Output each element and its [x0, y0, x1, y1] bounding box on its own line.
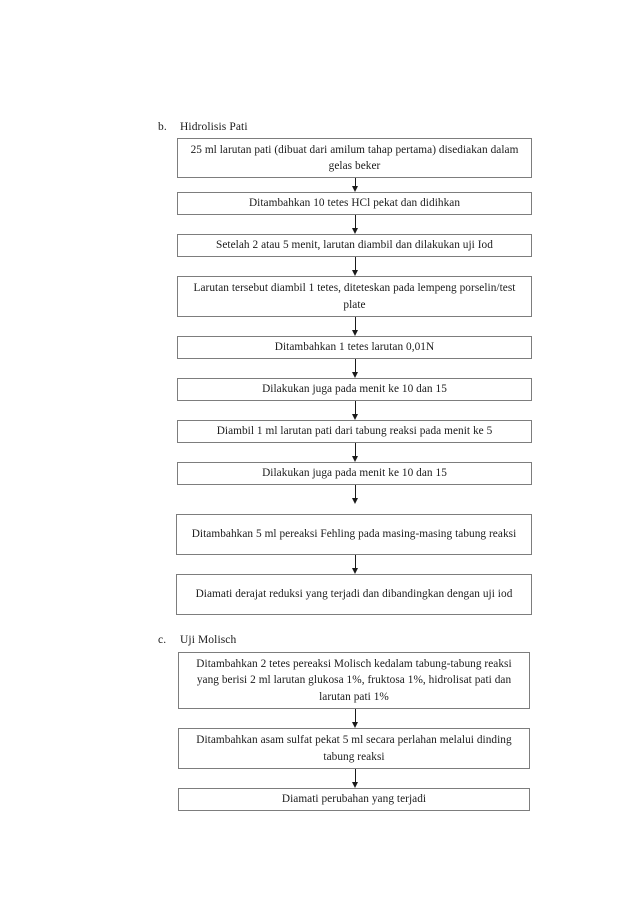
- flow-step-text: Diambil 1 ml larutan pati dari tabung re…: [216, 425, 493, 438]
- section-marker: b.: [158, 121, 167, 133]
- flow-step-text: Ditambahkan 10 tetes HCl pekat dan didih…: [248, 197, 461, 210]
- flow-step-text: Diamati derajat reduksi yang terjadi dan…: [195, 588, 513, 601]
- flow-arrow: [351, 317, 360, 336]
- flow-step-box: Dilakukan juga pada menit ke 10 dan 15: [177, 462, 532, 485]
- section-heading-hidrolisis-pati: b. Hidrolisis Pati: [158, 120, 248, 134]
- flow-arrow: [351, 709, 360, 728]
- flow-arrow: [351, 257, 360, 276]
- flow-arrow: [351, 178, 360, 192]
- flow-step-box: Larutan tersebut diambil 1 tetes, ditete…: [177, 276, 532, 317]
- flow-arrow: [351, 443, 360, 462]
- flow-arrow: [351, 215, 360, 234]
- section-marker: c.: [158, 634, 167, 646]
- section-label: Uji Molisch: [180, 634, 237, 646]
- flow-step-text: Ditambahkan asam sulfat pekat 5 ml secar…: [196, 734, 512, 763]
- flow-step-text: Ditambahkan 2 tetes pereaksi Molisch ked…: [196, 657, 512, 703]
- flow-step-box: Ditambahkan 1 tetes larutan 0,01N: [177, 336, 532, 359]
- flow-step-text: Ditambahkan 5 ml pereaksi Fehling pada m…: [191, 528, 517, 541]
- flow-step-box: 25 ml larutan pati (dibuat dari amilum t…: [177, 138, 532, 178]
- flow-arrow: [351, 485, 360, 504]
- flow-arrow: [351, 401, 360, 420]
- flow-step-text: 25 ml larutan pati (dibuat dari amilum t…: [190, 143, 519, 173]
- section-label: Hidrolisis Pati: [180, 121, 248, 133]
- flow-step-text: Ditambahkan 1 tetes larutan 0,01N: [274, 341, 435, 354]
- flow-arrow: [351, 359, 360, 378]
- flow-step-text: Diamati perubahan yang terjadi: [281, 793, 427, 806]
- flow-step-box: Diamati perubahan yang terjadi: [178, 788, 530, 811]
- flow-step-box: Ditambahkan 2 tetes pereaksi Molisch ked…: [178, 652, 530, 709]
- flow-step-box: Ditambahkan 10 tetes HCl pekat dan didih…: [177, 192, 532, 215]
- flow-step-box: Ditambahkan asam sulfat pekat 5 ml secar…: [178, 728, 530, 769]
- flow-arrow: [351, 769, 360, 788]
- flow-step-text: Dilakukan juga pada menit ke 10 dan 15: [262, 467, 447, 480]
- flow-arrow: [351, 555, 360, 574]
- flow-step-box: Ditambahkan 5 ml pereaksi Fehling pada m…: [176, 514, 532, 555]
- flow-step-text: Larutan tersebut diambil 1 tetes, ditete…: [193, 282, 516, 311]
- flow-step-box: Setelah 2 atau 5 menit, larutan diambil …: [177, 234, 532, 257]
- section-heading-uji-molisch: c. Uji Molisch: [158, 633, 236, 647]
- flow-step-text: Setelah 2 atau 5 menit, larutan diambil …: [216, 239, 493, 252]
- flow-step-box: Dilakukan juga pada menit ke 10 dan 15: [177, 378, 532, 401]
- flow-step-box: Diambil 1 ml larutan pati dari tabung re…: [177, 420, 532, 443]
- flow-step-box: Diamati derajat reduksi yang terjadi dan…: [176, 574, 532, 615]
- flow-step-text: Dilakukan juga pada menit ke 10 dan 15: [262, 383, 447, 396]
